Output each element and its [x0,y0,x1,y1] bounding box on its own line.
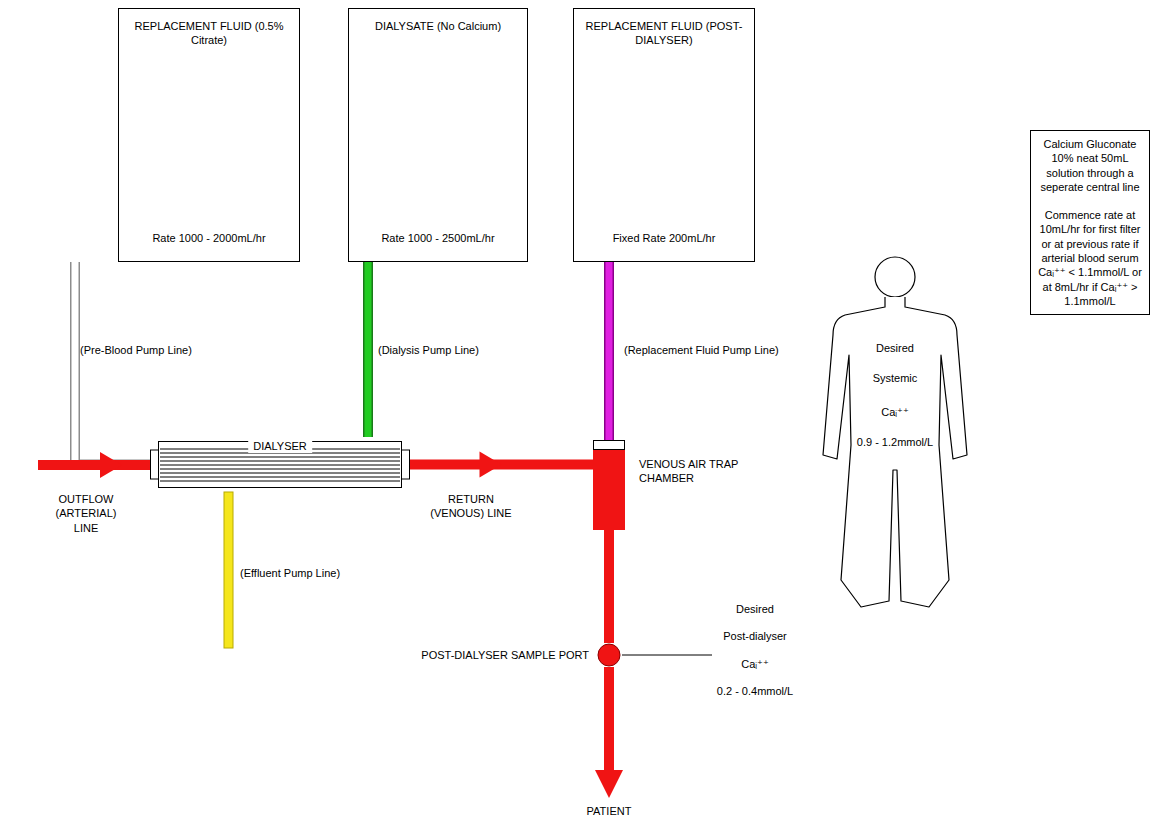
trap-body [593,440,625,530]
fluid-bag-box: DIALYSATE (No Calcium) Rate 1000 - 2500mL… [348,8,528,262]
rate-label: Rate 1000 - 2500mL/hr [357,231,519,245]
note-heading: Calcium Gluconate 10% neat 50mL solution… [1036,137,1144,194]
fibre-line [160,457,400,458]
port-label: POST-DIALYSER SAMPLE PORT [369,648,589,662]
fluid-bag-box: REPLACEMENT FLUID (POST-DIALYSER) Fixed R… [573,8,755,262]
line-outer [604,262,614,440]
body-text: Systemic [851,371,939,385]
line-inner [606,262,613,440]
line-label: (Dialysis Pump Line) [378,343,479,357]
arrowhead [480,452,502,478]
line-label: Caᵢ⁺⁺ [705,657,805,671]
box-title: REPLACEMENT FLUID (0.5% Citrate) [127,19,291,48]
line-outer [363,262,373,437]
air-trap-chamber: VENOUS AIR TRAP CHAMBER [593,440,625,530]
fluid-line [410,452,593,478]
fibre-line [160,473,400,474]
fibre-line [160,481,400,482]
fibre-line [160,461,400,462]
line-label: (Replacement Fluid Pump Line) [624,343,779,357]
effluent-line [224,492,233,648]
body-text: Caᵢ⁺⁺ [851,405,939,419]
body-text: Desired [851,341,939,355]
line-label: Post-dialyser [705,629,805,643]
leader-line [622,655,712,656]
box-title: REPLACEMENT FLUID (POST-DIALYSER) [582,19,746,48]
fibre-line [160,465,400,466]
line-inner [75,262,150,465]
trap-shape [593,440,625,530]
flow-arrow [595,770,623,798]
line-label: (Pre-Blood Pump Line) [80,343,192,357]
line-inner [365,262,372,437]
line-label: PATIENT [569,804,649,818]
dialyser: DIALYSER [150,437,410,492]
fluid-line [609,530,610,643]
trap-label: VENOUS AIR TRAP CHAMBER [639,457,739,486]
end-cap [402,450,410,479]
fluid-line [75,262,150,465]
line-label: OUTFLOW (ARTERIAL) LINE [42,492,130,535]
rate-label: Fixed Rate 200mL/hr [582,231,746,245]
line-label: (Effluent Pump Line) [240,566,340,580]
line-outer [604,530,614,643]
head [875,257,915,297]
patient-figure: DesiredSystemicCaᵢ⁺⁺ 0.9 - 1.2mmol/L [805,255,985,615]
arterial-line [38,460,150,470]
fluid-bag-box: REPLACEMENT FLUID (0.5% Citrate) Rate 100… [118,8,300,262]
port-shape [597,643,621,667]
line-outer [75,262,150,465]
fluid-line [609,262,610,440]
line-label: RETURN (VENOUS) LINE [428,492,514,521]
end-cap [151,450,159,479]
fluid-line [368,262,369,437]
fibre-line [160,469,400,470]
note-body: Commence rate at 10mL/hr for first filte… [1036,208,1144,308]
fibre-line [160,477,400,478]
rate-label: Rate 1000 - 2000mL/hr [127,231,291,245]
line-label: Desired [705,602,805,616]
body-outline [805,255,985,615]
flow-arrow [100,452,122,478]
trap-air-space [594,441,625,450]
calcium-note-box: Calcium Gluconate 10% neat 50mL solution… [1030,130,1150,315]
port-circle [598,644,620,666]
sample-port: POST-DIALYSER SAMPLE PORT [597,643,621,667]
dialyser-label: DIALYSER [248,439,312,453]
line-label: 0.2 - 0.4mmol/L [705,684,805,698]
return-to-patient-line [604,667,614,775]
body-text: 0.9 - 1.2mmol/L [851,435,939,449]
box-title: DIALYSATE (No Calcium) [357,19,519,33]
body [823,297,967,607]
